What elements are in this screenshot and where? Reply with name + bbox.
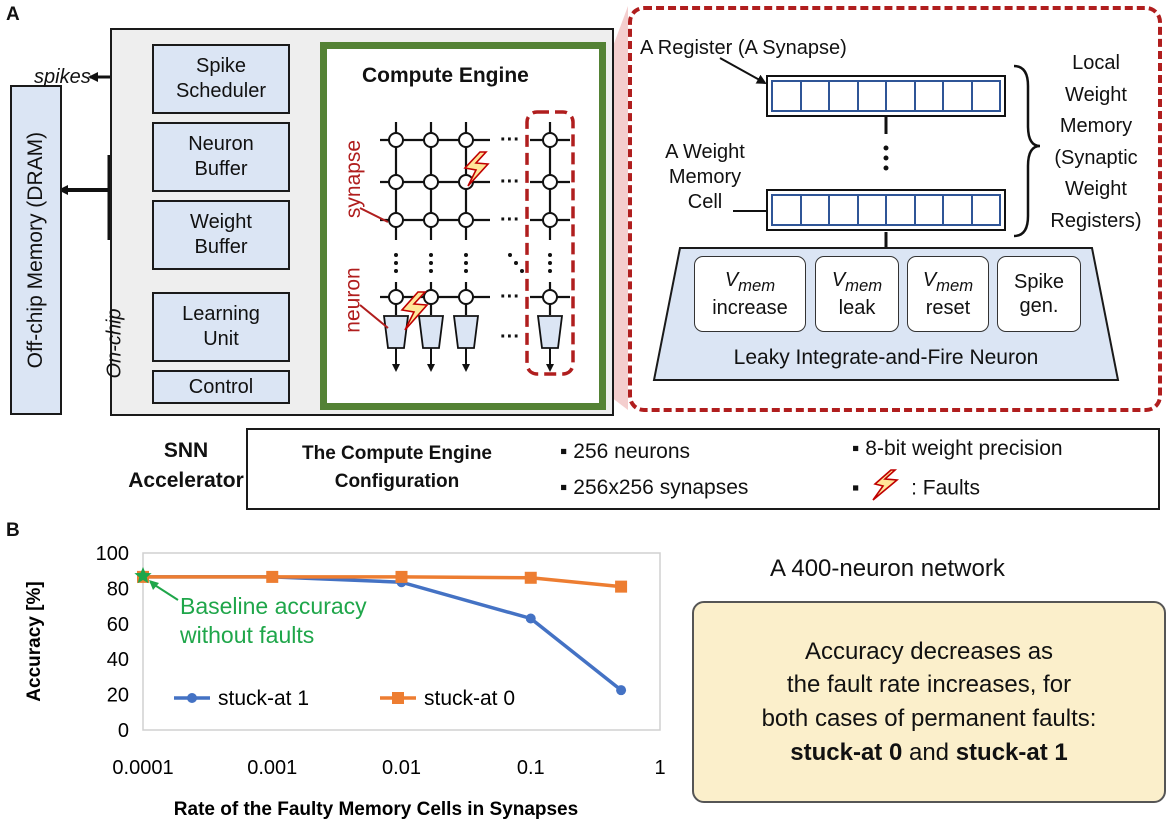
data-point [187, 693, 197, 703]
svg-text:···: ··· [500, 209, 520, 231]
weight-buffer-box: Weight Buffer [152, 200, 290, 270]
vmem-symbol: V [922, 269, 937, 291]
baseline-pointer-head [149, 580, 159, 591]
vmem-subscript: mem [936, 276, 974, 295]
vmem-leak-box: Vmem leak [815, 256, 899, 332]
vmem-reset-box: Vmem reset [907, 256, 989, 332]
lif-neuron-label: Leaky Integrate-and-Fire Neuron [733, 346, 1039, 369]
spikes-label: spikes [34, 66, 91, 88]
compute-engine-title: Compute Engine [362, 64, 529, 87]
legend-entry: stuck-at 0 [380, 687, 515, 710]
config-neurons: 256 neurons [573, 440, 691, 463]
local-weight-memory-label: Local Weight Memory (Synaptic Weight Reg… [1050, 52, 1142, 232]
network-title: A 400-neuron network [770, 555, 1005, 582]
on-chip-label-holder: On-chip [104, 308, 142, 378]
data-point [616, 685, 627, 696]
note-line-2: the fault rate increases, for [786, 671, 1072, 699]
svg-text:···: ··· [500, 326, 520, 348]
vmem-subscript: mem [738, 276, 776, 295]
config-item: ▪ : Faults [852, 469, 980, 502]
y-tick-labels: 0 20 40 60 80 100 [96, 543, 129, 742]
spike-scheduler-box: Spike Scheduler [152, 44, 290, 114]
config-item: ▪ 256x256 synapses [560, 476, 749, 499]
x-tick-label: 0.0001 [112, 757, 173, 779]
note-line-4: stuck-at 0 and stuck-at 1 [790, 736, 1067, 770]
config-precision: 8-bit weight precision [865, 437, 1063, 460]
off-chip-memory-label: Off-chip Memory (DRAM) [23, 131, 47, 369]
data-point [525, 613, 536, 624]
neuron-buffer-box: Neuron Buffer [152, 122, 290, 192]
vmem-reset-label: reset [925, 297, 971, 319]
accuracy-chart: 0 20 40 60 80 100 0.0001 0.001 0.01 0.1 1 Accurac… [24, 543, 666, 820]
vmem-leak-label: leak [838, 297, 876, 319]
y-tick-label: 40 [107, 649, 129, 671]
fault-bolt-icon [400, 291, 429, 331]
svg-text:···: ··· [500, 286, 520, 308]
x-tick-labels: 0.0001 0.001 0.01 0.1 1 [112, 757, 665, 779]
data-point [395, 570, 408, 583]
weight-memory-register [766, 189, 1006, 231]
svg-text:···: ··· [500, 171, 520, 193]
off-chip-memory-box: Off-chip Memory (DRAM) [10, 85, 62, 415]
y-tick-label: 60 [107, 614, 129, 636]
x-tick-label: 1 [654, 757, 665, 779]
data-point [266, 570, 279, 583]
x-tick-label: 0.1 [517, 757, 545, 779]
x-tick-label: 0.01 [382, 757, 421, 779]
data-point [615, 580, 628, 593]
config-box [246, 428, 1160, 510]
detail-connectors [719, 57, 1041, 248]
note-bold-stuck0: stuck-at 0 [790, 738, 903, 766]
y-tick-label: 80 [107, 578, 129, 600]
fault-bolt-icon [463, 151, 490, 187]
note-line-3: both cases of permanent faults: [761, 705, 1097, 732]
y-tick-label: 20 [107, 685, 129, 707]
baseline-annotation-line: Baseline accuracy [180, 593, 367, 619]
y-axis-label: Accuracy [%] [24, 581, 45, 701]
summary-note: Accuracy decreases as the fault rate inc… [692, 601, 1166, 803]
chart-axes [142, 552, 661, 731]
vmem-increase-box: Vmem increase [694, 256, 806, 332]
config-title: The Compute Engine Configuration [302, 443, 492, 492]
config-faults: : Faults [911, 476, 980, 500]
y-tick-label: 0 [118, 720, 129, 742]
y-tick-label: 100 [96, 543, 129, 565]
note-line-1: Accuracy decreases as [804, 637, 1054, 665]
data-point [524, 571, 537, 584]
snn-accelerator-label: SNN Accelerator [128, 439, 244, 493]
data-point [392, 692, 404, 704]
chart-legend: stuck-at 1 stuck-at 0 [174, 687, 515, 710]
control-box: Control [152, 370, 290, 404]
panel-b-label: B [6, 520, 20, 541]
synapse-register [766, 75, 1006, 117]
on-chip-label: On-chip [103, 308, 126, 379]
config-synapses: 256x256 synapses [573, 476, 749, 499]
legend-label: stuck-at 1 [218, 687, 309, 710]
config-item: ▪ 8-bit weight precision [852, 437, 1063, 460]
vmem-symbol: V [831, 269, 846, 291]
spike-gen-box: Spike gen. [997, 256, 1081, 332]
panel-a-label: A [6, 4, 20, 25]
config-item: ▪ 256 neurons [560, 440, 691, 463]
plot-area-frame [142, 552, 661, 731]
baseline-star-marker [134, 567, 152, 584]
baseline-annotation: Baseline accuracy without faults [149, 580, 367, 648]
svg-text:···: ··· [500, 129, 520, 151]
legend-entry: stuck-at 1 [174, 687, 309, 710]
fault-bolt-icon [872, 469, 900, 501]
vmem-subscript: mem [845, 276, 883, 295]
note-bold-stuck1: stuck-at 1 [955, 738, 1068, 766]
note-conjunction: and [902, 738, 956, 766]
x-tick-label: 0.001 [247, 757, 297, 779]
synapse-crossbar: ··· ··· ··· ··· ··· [359, 110, 575, 376]
x-axis-label: Rate of the Faulty Memory Cells in Synap… [174, 799, 578, 820]
baseline-annotation-line: without faults [179, 622, 314, 648]
vmem-increase-label: increase [712, 297, 788, 319]
legend-label: stuck-at 0 [424, 687, 515, 710]
register-label: A Register (A Synapse) [640, 37, 847, 59]
learning-unit-box: Learning Unit [152, 292, 290, 362]
weight-cell-label: A Weight Memory Cell [665, 141, 745, 213]
vmem-symbol: V [724, 269, 739, 291]
chart-series [134, 567, 628, 696]
